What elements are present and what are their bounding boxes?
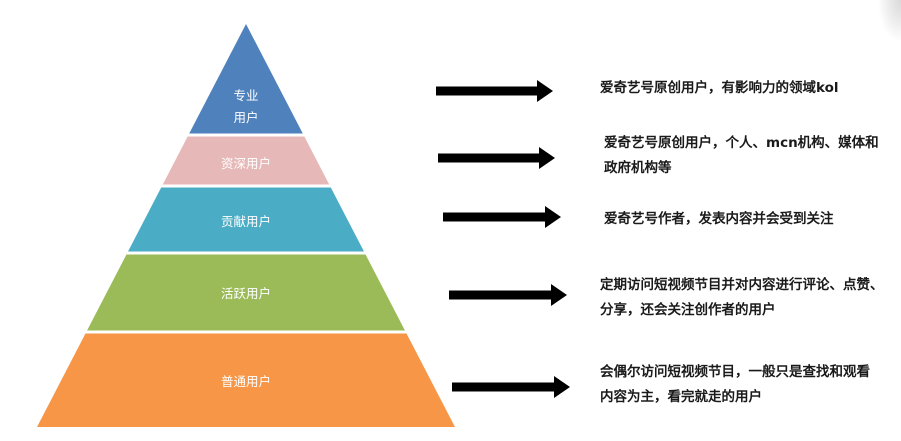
pyramid-tier-2: [162, 136, 330, 185]
arrow-head: [545, 206, 561, 228]
tier-label: 活跃用户: [221, 286, 271, 301]
tier-description-line: 会偶尔访问短视频节目，一般只是查找和观看: [600, 363, 870, 380]
arrow-shaft: [436, 86, 538, 96]
tier-label: 贡献用户: [221, 214, 271, 229]
tier-label: 用户: [233, 110, 258, 125]
arrow-head: [551, 284, 567, 306]
arrow-shaft: [449, 290, 552, 300]
tier-description-line: 爱奇艺号原创用户，个人、mcn机构、媒体和: [604, 134, 879, 151]
tier-label: 专业: [233, 88, 258, 103]
pyramid-tier-4: [87, 254, 405, 331]
tier-description-line: 爱奇艺号原创用户，有影响力的领域kol: [600, 79, 839, 96]
arrow-head: [539, 147, 555, 169]
arrow-shaft: [438, 153, 540, 163]
pyramid-tier-1: [189, 24, 303, 134]
tier-description-line: 爱奇艺号作者，发表内容并会受到关注: [604, 210, 834, 227]
pyramid-tier-3: [128, 187, 364, 252]
pyramid-tier-5: [37, 333, 455, 427]
corner-shadow: [879, 0, 901, 40]
tier-description-line: 内容为主，看完就走的用户: [600, 388, 762, 405]
arrow-head: [537, 80, 553, 102]
tier-description-line: 政府机构等: [604, 159, 672, 176]
arrow-shaft: [443, 212, 546, 222]
tier-description-line: 分享，还会关注创作者的用户: [600, 301, 776, 318]
tier-label: 资深用户: [221, 156, 271, 171]
arrow-head: [554, 376, 570, 398]
tier-label: 普通用户: [221, 374, 271, 389]
tier-description-line: 定期访问短视频节目并对内容进行评论、点赞、: [600, 276, 884, 293]
arrow-shaft: [452, 382, 555, 392]
